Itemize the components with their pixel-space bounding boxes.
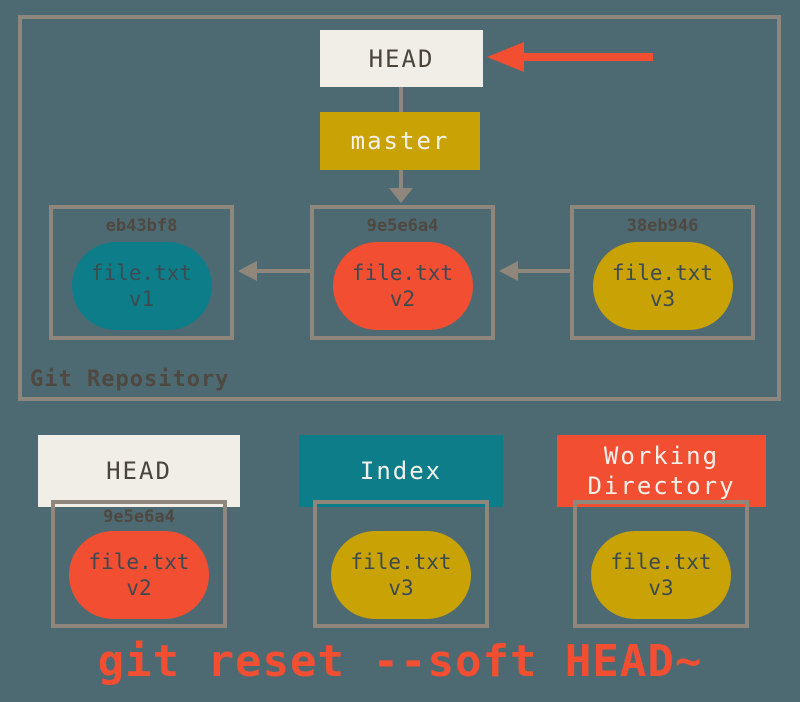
area-title: HEAD <box>106 457 172 485</box>
commit-hash: eb43bf8 <box>105 216 178 236</box>
file-name: file.txt <box>610 550 712 574</box>
master-branch-label: master <box>350 127 450 155</box>
file-blob: file.txt v3 <box>591 531 731 619</box>
commit-hash: 9e5e6a4 <box>366 216 439 236</box>
reset-arrow-shaft <box>521 53 653 61</box>
commit-box-38eb946: 38eb946 file.txt v3 <box>570 205 755 340</box>
file-name: file.txt <box>611 261 714 285</box>
file-blob: file.txt v2 <box>69 531 209 619</box>
file-version: v3 <box>388 576 414 600</box>
head-pointer-label: HEAD <box>368 44 435 73</box>
area-header-working-directory: Working Directory <box>557 435 766 507</box>
commit-box-eb43bf8: eb43bf8 file.txt v1 <box>49 205 234 340</box>
file-name: file.txt <box>351 261 454 285</box>
file-version: v3 <box>648 576 674 600</box>
commit-box-9e5e6a4: 9e5e6a4 file.txt v2 <box>310 205 495 340</box>
file-blob: file.txt v2 <box>332 242 473 330</box>
area-title: Index <box>359 457 443 485</box>
reset-arrowhead-icon <box>487 42 524 72</box>
head-master-connector <box>399 87 403 112</box>
commit-parent-arrow-shaft <box>516 269 570 273</box>
area-header-index: Index <box>299 435 503 507</box>
git-command-caption: git reset --soft HEAD~ <box>97 636 703 687</box>
file-version: v3 <box>649 287 676 311</box>
master-branch-box: master <box>320 112 480 170</box>
left-arrowhead-icon <box>499 261 518 281</box>
file-version: v1 <box>128 287 155 311</box>
file-blob: file.txt v3 <box>592 242 733 330</box>
commit-hash: 38eb946 <box>626 216 699 236</box>
file-blob: file.txt v3 <box>331 531 471 619</box>
area-file-box-index: file.txt v3 <box>313 500 489 628</box>
head-pointer-box: HEAD <box>320 30 483 87</box>
file-name: file.txt <box>90 261 193 285</box>
file-blob: file.txt v1 <box>71 242 212 330</box>
left-arrowhead-icon <box>238 261 257 281</box>
file-name: file.txt <box>350 550 452 574</box>
down-arrowhead-icon <box>389 188 413 203</box>
file-version: v2 <box>389 287 416 311</box>
commit-parent-arrow-shaft <box>255 269 310 273</box>
area-file-box-working-directory: file.txt v3 <box>573 500 749 628</box>
area-header-head: HEAD <box>38 435 240 507</box>
file-name: file.txt <box>88 550 190 574</box>
area-hash: 9e5e6a4 <box>103 507 175 527</box>
git-repository-label: Git Repository <box>30 367 230 392</box>
git-repository-box <box>18 15 781 401</box>
area-file-box-head: 9e5e6a4 file.txt v2 <box>51 500 227 628</box>
branch-commit-arrow-shaft <box>399 170 403 188</box>
file-version: v2 <box>126 576 152 600</box>
area-title: Working Directory <box>587 442 736 500</box>
